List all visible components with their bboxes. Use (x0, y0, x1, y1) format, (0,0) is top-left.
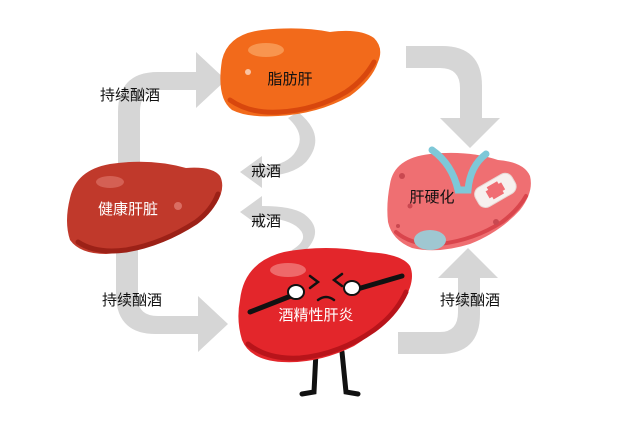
arrow-healthy-to-hepatitis (116, 250, 228, 352)
label-fatty-to-healthy: 戒酒 (251, 162, 281, 180)
arrow-healthy-to-fatty (118, 52, 226, 168)
arrow-fatty-to-cirrhosis (406, 46, 500, 148)
label-hepatitis-to-cirrhosis: 持续酗酒 (440, 291, 500, 309)
transition-arrows (116, 46, 500, 354)
label-healthy-liver: 健康肝脏 (98, 200, 158, 218)
arrow-hepatitis-to-healthy (240, 196, 316, 256)
cirrhosis-liver (387, 146, 531, 251)
label-hepatitis-to-healthy: 戒酒 (251, 212, 281, 230)
bandage-icon (474, 172, 517, 208)
label-fatty-liver: 脂肪肝 (267, 70, 312, 88)
label-healthy-to-fatty: 持续酗酒 (100, 86, 160, 104)
label-cirrhosis-liver: 肝硬化 (409, 188, 454, 206)
label-alcoholic-hepatitis: 酒精性肝炎 (278, 306, 353, 324)
fatty-liver (220, 28, 381, 117)
arrow-fatty-to-healthy (240, 112, 316, 188)
label-healthy-to-hepatitis: 持续酗酒 (102, 291, 162, 309)
arrow-hepatitis-to-cirrhosis (398, 248, 498, 354)
healthy-liver (67, 161, 223, 254)
alcoholic-hepatitis-liver (238, 248, 412, 397)
